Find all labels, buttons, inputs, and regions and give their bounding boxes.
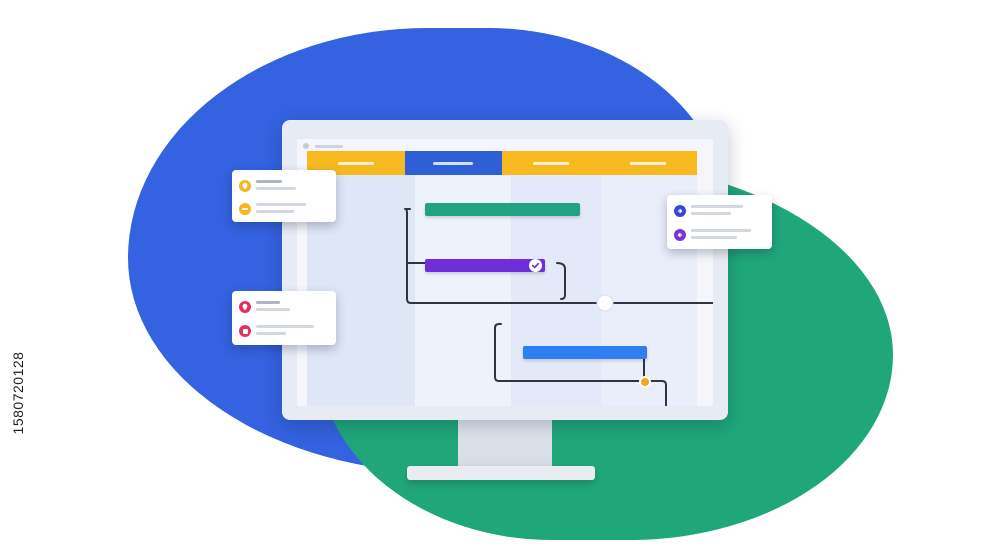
milestone-marker (639, 376, 651, 388)
timeline-marker-node (596, 294, 614, 312)
timeline-header-cell[interactable] (502, 151, 600, 175)
monitor-stand-base (407, 466, 595, 480)
card-line (256, 325, 314, 328)
card-line (256, 187, 296, 190)
checkmark-icon (529, 259, 542, 272)
arrow-right-circle-icon (674, 205, 686, 217)
monitor-stand-neck (458, 420, 552, 472)
window-menu-dot (303, 143, 309, 149)
timeline-header-cell-active[interactable] (404, 151, 502, 175)
card-line (256, 180, 282, 183)
stop-circle-icon (239, 325, 251, 337)
timeline-header (307, 151, 697, 175)
card-line (691, 229, 751, 232)
location-pin-icon (239, 301, 251, 313)
connector-main (404, 208, 713, 304)
card-line (256, 203, 306, 206)
notification-card-left-bottom[interactable] (232, 291, 336, 345)
location-pin-icon (239, 180, 251, 192)
stock-id-label: 1580720128 (10, 351, 26, 435)
timeline-header-cell[interactable] (600, 151, 698, 175)
card-line (256, 210, 294, 213)
task-dependency-connectors (404, 208, 713, 406)
arrow-left-circle-icon (674, 229, 686, 241)
window-title-placeholder (315, 145, 343, 148)
minus-circle-icon (239, 203, 251, 215)
card-line (256, 332, 286, 335)
card-line (691, 236, 737, 239)
task-bar-teal[interactable] (425, 203, 580, 216)
gantt-screen (297, 139, 713, 406)
timeline-column (601, 151, 697, 406)
task-bar-blue[interactable] (523, 346, 647, 359)
card-line (256, 301, 280, 304)
card-line (256, 308, 290, 311)
connector-purple-end (556, 262, 566, 300)
timeline-column (511, 151, 601, 406)
card-line (691, 205, 743, 208)
timeline-header-cell[interactable] (307, 151, 405, 175)
card-line (691, 212, 731, 215)
notification-card-right[interactable] (667, 195, 772, 249)
notification-card-left-top[interactable] (232, 170, 336, 222)
connector-lower (494, 323, 667, 406)
task-bar-purple[interactable] (425, 259, 545, 272)
